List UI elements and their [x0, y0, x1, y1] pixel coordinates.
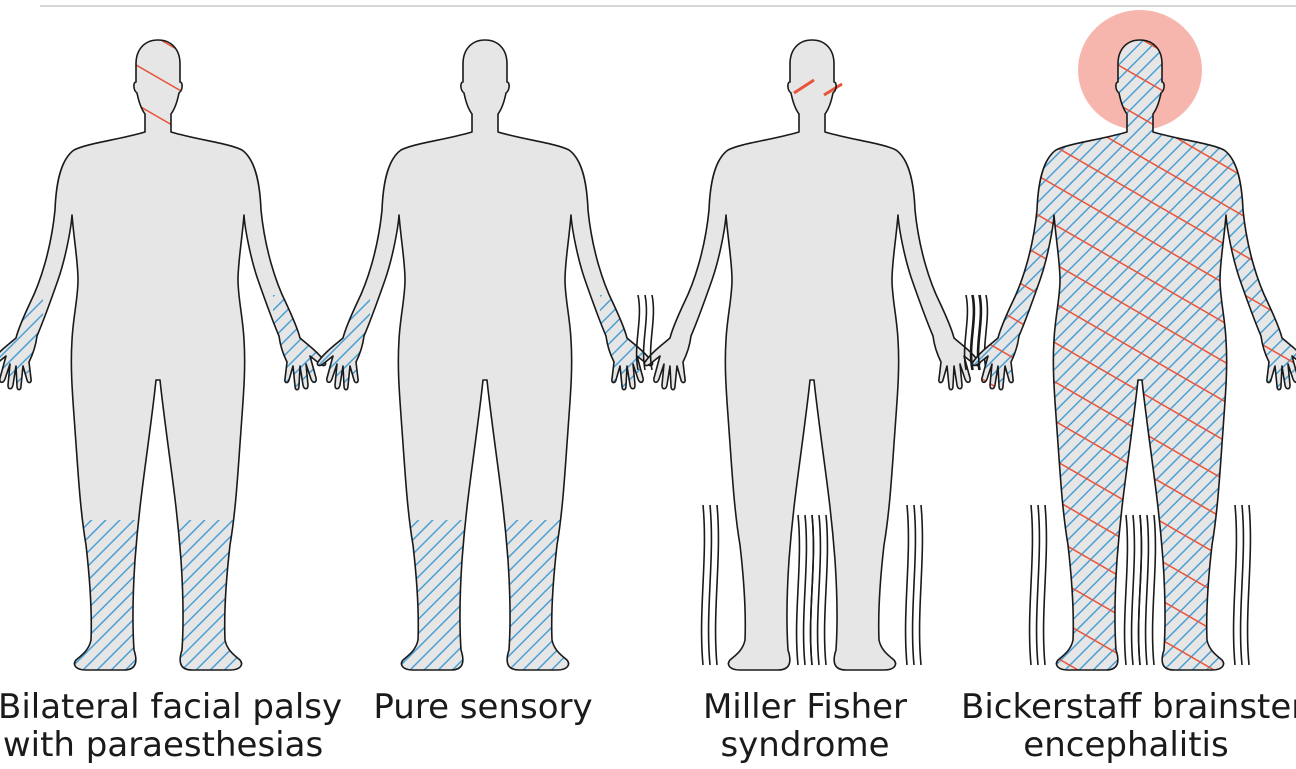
figures-layer: [0, 10, 1296, 680]
ataxia-lines-left-leg-outer: [1030, 505, 1047, 665]
ataxia-lines-right-leg-outer: [906, 505, 923, 665]
caption-line-1: Miller Fisher: [640, 688, 970, 726]
caption-line-1: Pure sensory: [318, 688, 648, 726]
ataxia-lines-right-leg-outer: [1234, 505, 1251, 665]
caption-line-2: encephalitis: [961, 726, 1291, 764]
sensory-hatch-legs: [385, 520, 585, 680]
motor-hatch-whole-body: [960, 30, 1296, 680]
caption-miller-fisher: Miller Fisher syndrome: [640, 688, 970, 764]
body-figure: [960, 10, 1296, 680]
caption-line-2: with paraesthesias: [0, 726, 328, 764]
caption-pure-sensory: Pure sensory: [318, 688, 648, 726]
body-silhouette: [317, 40, 652, 670]
sensory-hatch-legs: [58, 520, 258, 680]
caption-line-1: Bilateral facial palsy: [0, 688, 328, 726]
body-figure: [637, 40, 988, 670]
caption-bickerstaff: Bickerstaff brainstem encephalitis: [961, 688, 1291, 764]
caption-bilateral-facial-palsy: Bilateral facial palsy with paraesthesia…: [0, 688, 328, 764]
body-figure: [305, 40, 665, 680]
body-figure: [0, 40, 338, 680]
ataxia-lines-right-leg-inner: [1139, 515, 1156, 665]
caption-line-1: Bickerstaff brainstem: [961, 688, 1291, 726]
ataxia-lines-right-leg-inner: [811, 515, 828, 665]
ataxia-lines-left-leg-outer: [702, 505, 719, 665]
caption-line-2: syndrome: [640, 726, 970, 764]
